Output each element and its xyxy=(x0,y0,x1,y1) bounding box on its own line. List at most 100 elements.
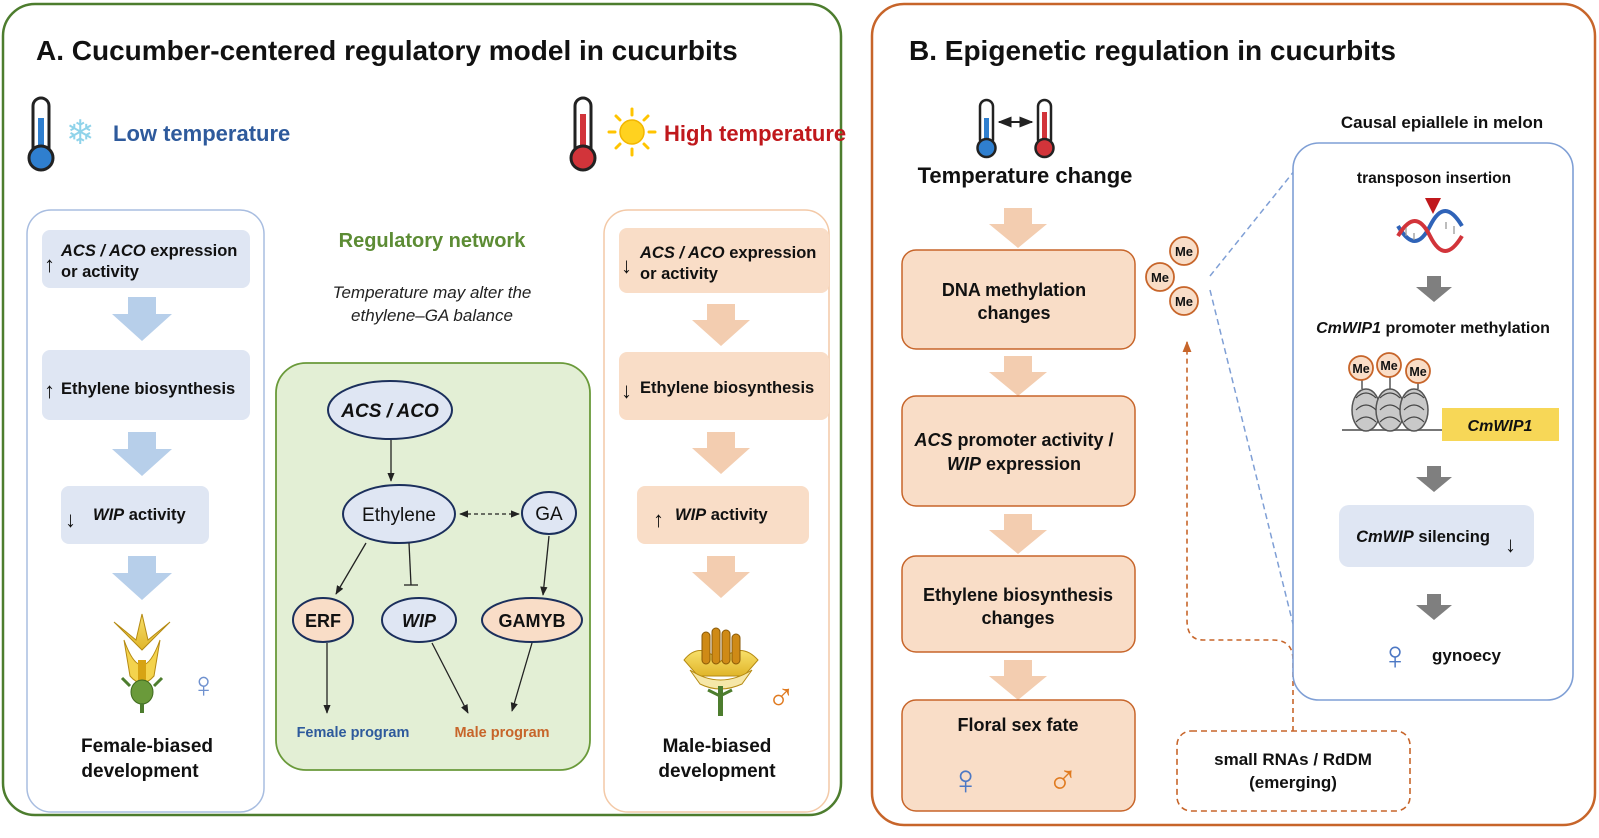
high-flow-arrow-3 xyxy=(692,556,750,598)
melon-flow-arrow-3 xyxy=(1416,594,1452,620)
dna-helix-icon xyxy=(1396,198,1464,253)
b-step-dna-methylation-line2: changes xyxy=(977,303,1050,323)
temperature-change-label: Temperature change xyxy=(918,163,1133,188)
high-step-acs-line1: ACS / ACO expression xyxy=(639,244,816,262)
nucleosome-methyl-marks: Me Me Me xyxy=(1348,352,1431,384)
me-badge: Me xyxy=(1352,362,1369,376)
b-flow-arrow-3 xyxy=(989,660,1047,700)
me-badge: Me xyxy=(1151,270,1169,285)
b-flow-arrow-1 xyxy=(989,356,1047,396)
thermometer-cold-icon xyxy=(976,98,997,159)
male-symbol-icon: ♂ xyxy=(767,677,796,719)
high-step-wip-label: WIP activity xyxy=(675,506,768,524)
melon-flow-arrow-1 xyxy=(1416,276,1452,302)
b-step-acs-wip-line2: WIP expression xyxy=(947,454,1081,474)
b-step-acs-wip-box xyxy=(901,395,1136,507)
male-symbol-icon: ♂ xyxy=(1047,756,1079,803)
low-step-acs-line1: ACS / ACO expression xyxy=(60,242,237,260)
low-step-wip-box xyxy=(61,486,209,544)
female-program-label: Female program xyxy=(297,725,410,741)
low-temperature-label: Low temperature xyxy=(113,121,290,146)
male-flower-icon xyxy=(683,627,759,716)
network-edges xyxy=(323,440,550,714)
melon-flow-arrow-2 xyxy=(1416,466,1452,492)
up-arrow-icon: ↑ xyxy=(44,252,55,277)
small-rna-line2: (emerging) xyxy=(1249,773,1337,792)
node-ethylene-label: Ethylene xyxy=(362,505,436,526)
female-symbol-icon: ♀ xyxy=(950,756,982,803)
male-program-label: Male program xyxy=(454,725,549,741)
b-step-floral-sex-label: Floral sex fate xyxy=(957,715,1078,735)
sun-icon xyxy=(607,107,657,157)
b-step-dna-methylation-box xyxy=(901,249,1136,350)
me-badge: Me xyxy=(1380,359,1397,373)
rdDM-dashed-arrow xyxy=(1182,340,1294,731)
low-step-acs-box xyxy=(42,230,250,288)
thermometer-hot-icon xyxy=(569,96,597,172)
b-step-acs-wip-line1: ACS promoter activity / xyxy=(913,430,1113,450)
low-step-wip-label: WIP activity xyxy=(93,506,186,524)
network-box xyxy=(275,362,591,771)
down-arrow-icon: ↓ xyxy=(65,507,76,532)
node-gamyb xyxy=(481,597,583,643)
high-step-acs-line2: or activity xyxy=(640,265,719,283)
female-flower-icon xyxy=(113,613,171,713)
b-step-ethylene-line2: changes xyxy=(981,608,1054,628)
cmwip1-gene-label: CmWIP1 xyxy=(1468,418,1533,435)
female-outcome-line1: Female-biased xyxy=(81,736,213,757)
cmwip-silencing-box xyxy=(1339,505,1534,567)
low-step-ethylene-box xyxy=(42,350,250,420)
low-flow-arrow-1 xyxy=(112,297,172,341)
panel-b-title: B. Epigenetic regulation in cucurbits xyxy=(909,35,1396,66)
low-flow-arrow-2 xyxy=(112,432,172,476)
high-step-acs-box xyxy=(619,228,829,293)
transposon-label: transposon insertion xyxy=(1357,170,1511,187)
b-flow-arrow-0 xyxy=(989,208,1047,248)
zoom-line-bottom xyxy=(1209,289,1294,625)
b-step-ethylene-box xyxy=(901,555,1136,653)
small-rna-box xyxy=(1176,730,1411,812)
small-rna-line1: small RNAs / RdDM xyxy=(1214,750,1372,769)
me-badge: Me xyxy=(1175,294,1193,309)
down-arrow-icon: ↓ xyxy=(621,378,632,403)
node-ga-label: GA xyxy=(535,504,563,525)
high-flow-arrow-1 xyxy=(692,304,750,346)
b-step-dna-methylation-line1: DNA methylation xyxy=(942,280,1086,300)
snowflake-icon: ❄ xyxy=(66,114,95,152)
network-subtitle-line2: ethylene–GA balance xyxy=(351,306,513,325)
thermometer-cold-icon xyxy=(27,96,55,172)
promoter-methylation-label: CmWIP1 promoter methylation xyxy=(1316,320,1550,337)
node-acs-aco-label: ACS / ACO xyxy=(340,401,439,422)
low-flow-arrow-3 xyxy=(112,556,172,600)
node-wip-label: WIP xyxy=(402,611,437,631)
up-arrow-icon: ↑ xyxy=(44,378,55,403)
cmwip1-gene-box xyxy=(1442,408,1559,441)
methyl-cluster: Me Me Me xyxy=(1145,236,1199,316)
b-step-floral-sex-box xyxy=(901,699,1136,812)
node-gamyb-label: GAMYB xyxy=(499,611,566,631)
low-step-ethylene-label: Ethylene biosynthesis xyxy=(61,380,235,398)
male-outcome-line1: Male-biased xyxy=(663,736,772,757)
b-flow-arrow-2 xyxy=(989,514,1047,554)
up-arrow-icon: ↑ xyxy=(653,507,664,532)
node-ga xyxy=(521,491,577,535)
network-title: Regulatory network xyxy=(339,230,527,252)
me-badge: Me xyxy=(1409,365,1426,379)
high-step-wip-box xyxy=(637,486,809,544)
panel-a-title: A. Cucumber-centered regulatory model in… xyxy=(36,35,738,66)
down-arrow-icon: ↓ xyxy=(621,253,632,278)
female-symbol-icon: ♀ xyxy=(190,664,217,705)
node-acs-aco xyxy=(327,380,453,440)
low-step-acs-line2: or activity xyxy=(61,263,140,281)
me-badge: Me xyxy=(1175,244,1193,259)
node-erf xyxy=(292,597,354,643)
high-step-ethylene-label: Ethylene biosynthesis xyxy=(640,379,814,397)
high-flow-arrow-2 xyxy=(692,432,750,474)
cmwip-silencing-label: CmWIP silencing xyxy=(1356,528,1490,546)
melon-title: Causal epiallele in melon xyxy=(1341,113,1543,132)
high-temperature-label: High temperature xyxy=(664,121,846,146)
gynoecy-label: gynoecy xyxy=(1432,646,1502,665)
nucleosome-icon xyxy=(1342,377,1442,432)
high-step-ethylene-box xyxy=(619,352,829,420)
